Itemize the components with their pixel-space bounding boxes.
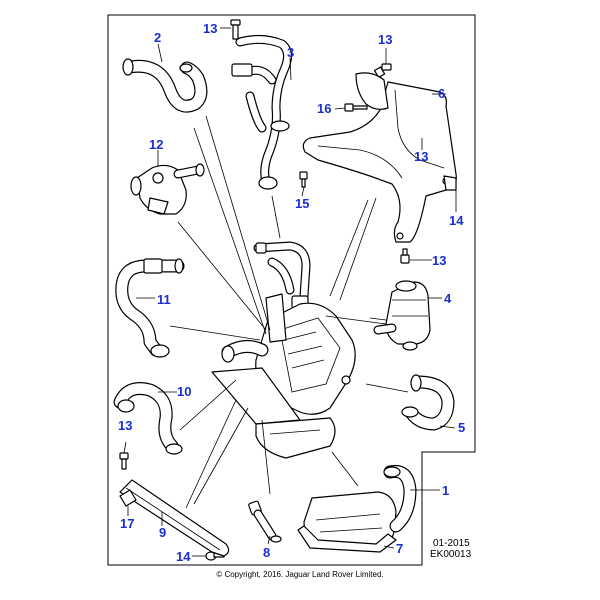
callout-pointers <box>123 27 457 557</box>
bolt-13-top <box>230 19 241 40</box>
diagram-date: 01-2015 <box>433 538 470 549</box>
callout-10: 10 <box>177 384 191 399</box>
callout-8: 8 <box>263 545 270 560</box>
callout-13-right-top: 13 <box>378 32 392 47</box>
part-12-thermostat <box>130 163 205 215</box>
part-10-hose <box>113 382 183 455</box>
callout-4: 4 <box>444 291 452 306</box>
callout-13-bracket: 13 <box>414 149 428 164</box>
part-3-pipe <box>231 34 292 190</box>
callout-3: 3 <box>287 45 294 60</box>
callout-7: 7 <box>396 541 403 556</box>
leader-lines <box>169 115 409 509</box>
bolt-15 <box>299 171 308 188</box>
part-14-bracket-tab <box>443 175 457 191</box>
bolt-13-right-top <box>373 63 392 79</box>
part-9-strap <box>119 479 230 557</box>
callout-11: 11 <box>157 292 171 307</box>
callout-16: 16 <box>317 101 331 116</box>
callout-17: 17 <box>120 516 134 531</box>
part-7-cover <box>297 464 417 553</box>
callout-5: 5 <box>458 420 465 435</box>
diagram-code: EK00013 <box>430 549 472 560</box>
part-6-heat-shield <box>302 72 457 243</box>
callout-2: 2 <box>154 30 161 45</box>
callout-6: 6 <box>438 86 445 101</box>
copyright-notice: © Copyright, 2016. Jaguar Land Rover Lim… <box>216 570 383 579</box>
part-4-valve <box>373 280 431 351</box>
bolt-16 <box>344 103 368 112</box>
bolt-13-valve <box>400 248 410 264</box>
callout-13-lower-left: 13 <box>118 418 132 433</box>
callout-1: 1 <box>442 483 449 498</box>
callout-15: 15 <box>295 196 309 211</box>
central-pipes <box>253 241 311 309</box>
part-17-clip <box>119 489 137 507</box>
part-8-sensor <box>248 500 282 543</box>
diagram-frame <box>107 14 476 566</box>
callout-13-top: 13 <box>203 21 217 36</box>
callout-13-valve: 13 <box>432 253 446 268</box>
callout-12: 12 <box>149 137 163 152</box>
callout-14-lower: 14 <box>176 549 191 564</box>
bolt-13-lower-left <box>119 452 129 470</box>
part-2-hose <box>122 58 208 113</box>
callout-9: 9 <box>159 525 166 540</box>
callout-14-right: 14 <box>449 213 464 228</box>
part-11-hose <box>115 258 185 358</box>
part-5-hose <box>401 374 455 431</box>
